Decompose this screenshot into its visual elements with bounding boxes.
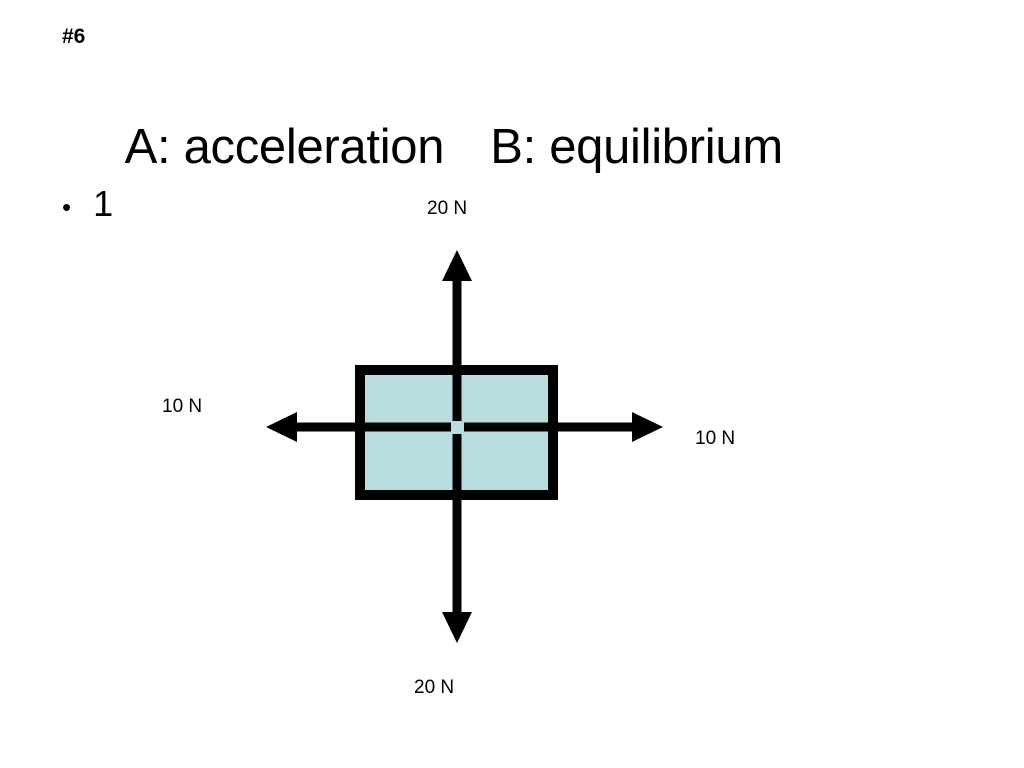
force-label-right: 10 N <box>695 428 736 449</box>
arrow-shaft-right <box>464 422 635 432</box>
force-label-bottom: 20 N <box>414 677 455 698</box>
arrowhead-left-icon <box>266 412 297 442</box>
arrow-shaft-down <box>452 434 462 615</box>
bullet-item-label: 1 <box>93 183 114 224</box>
bullet-marker-icon: • <box>62 192 72 222</box>
arrowhead-down-icon <box>442 612 472 643</box>
arrow-shaft-left <box>290 422 451 432</box>
force-label-left: 10 N <box>162 396 203 417</box>
arrowhead-up-icon <box>442 250 472 281</box>
arrow-shaft-up <box>452 278 462 421</box>
page-title: A: acceleration B: equilibrium <box>74 68 784 227</box>
slide-number: #6 <box>62 25 86 48</box>
title-option-b: B: equilibrium <box>490 119 783 174</box>
force-label-top: 20 N <box>427 198 468 219</box>
title-option-a: A: acceleration <box>124 119 445 174</box>
arrowhead-right-icon <box>632 412 663 442</box>
bullet-list-item: • 1 <box>62 186 113 222</box>
